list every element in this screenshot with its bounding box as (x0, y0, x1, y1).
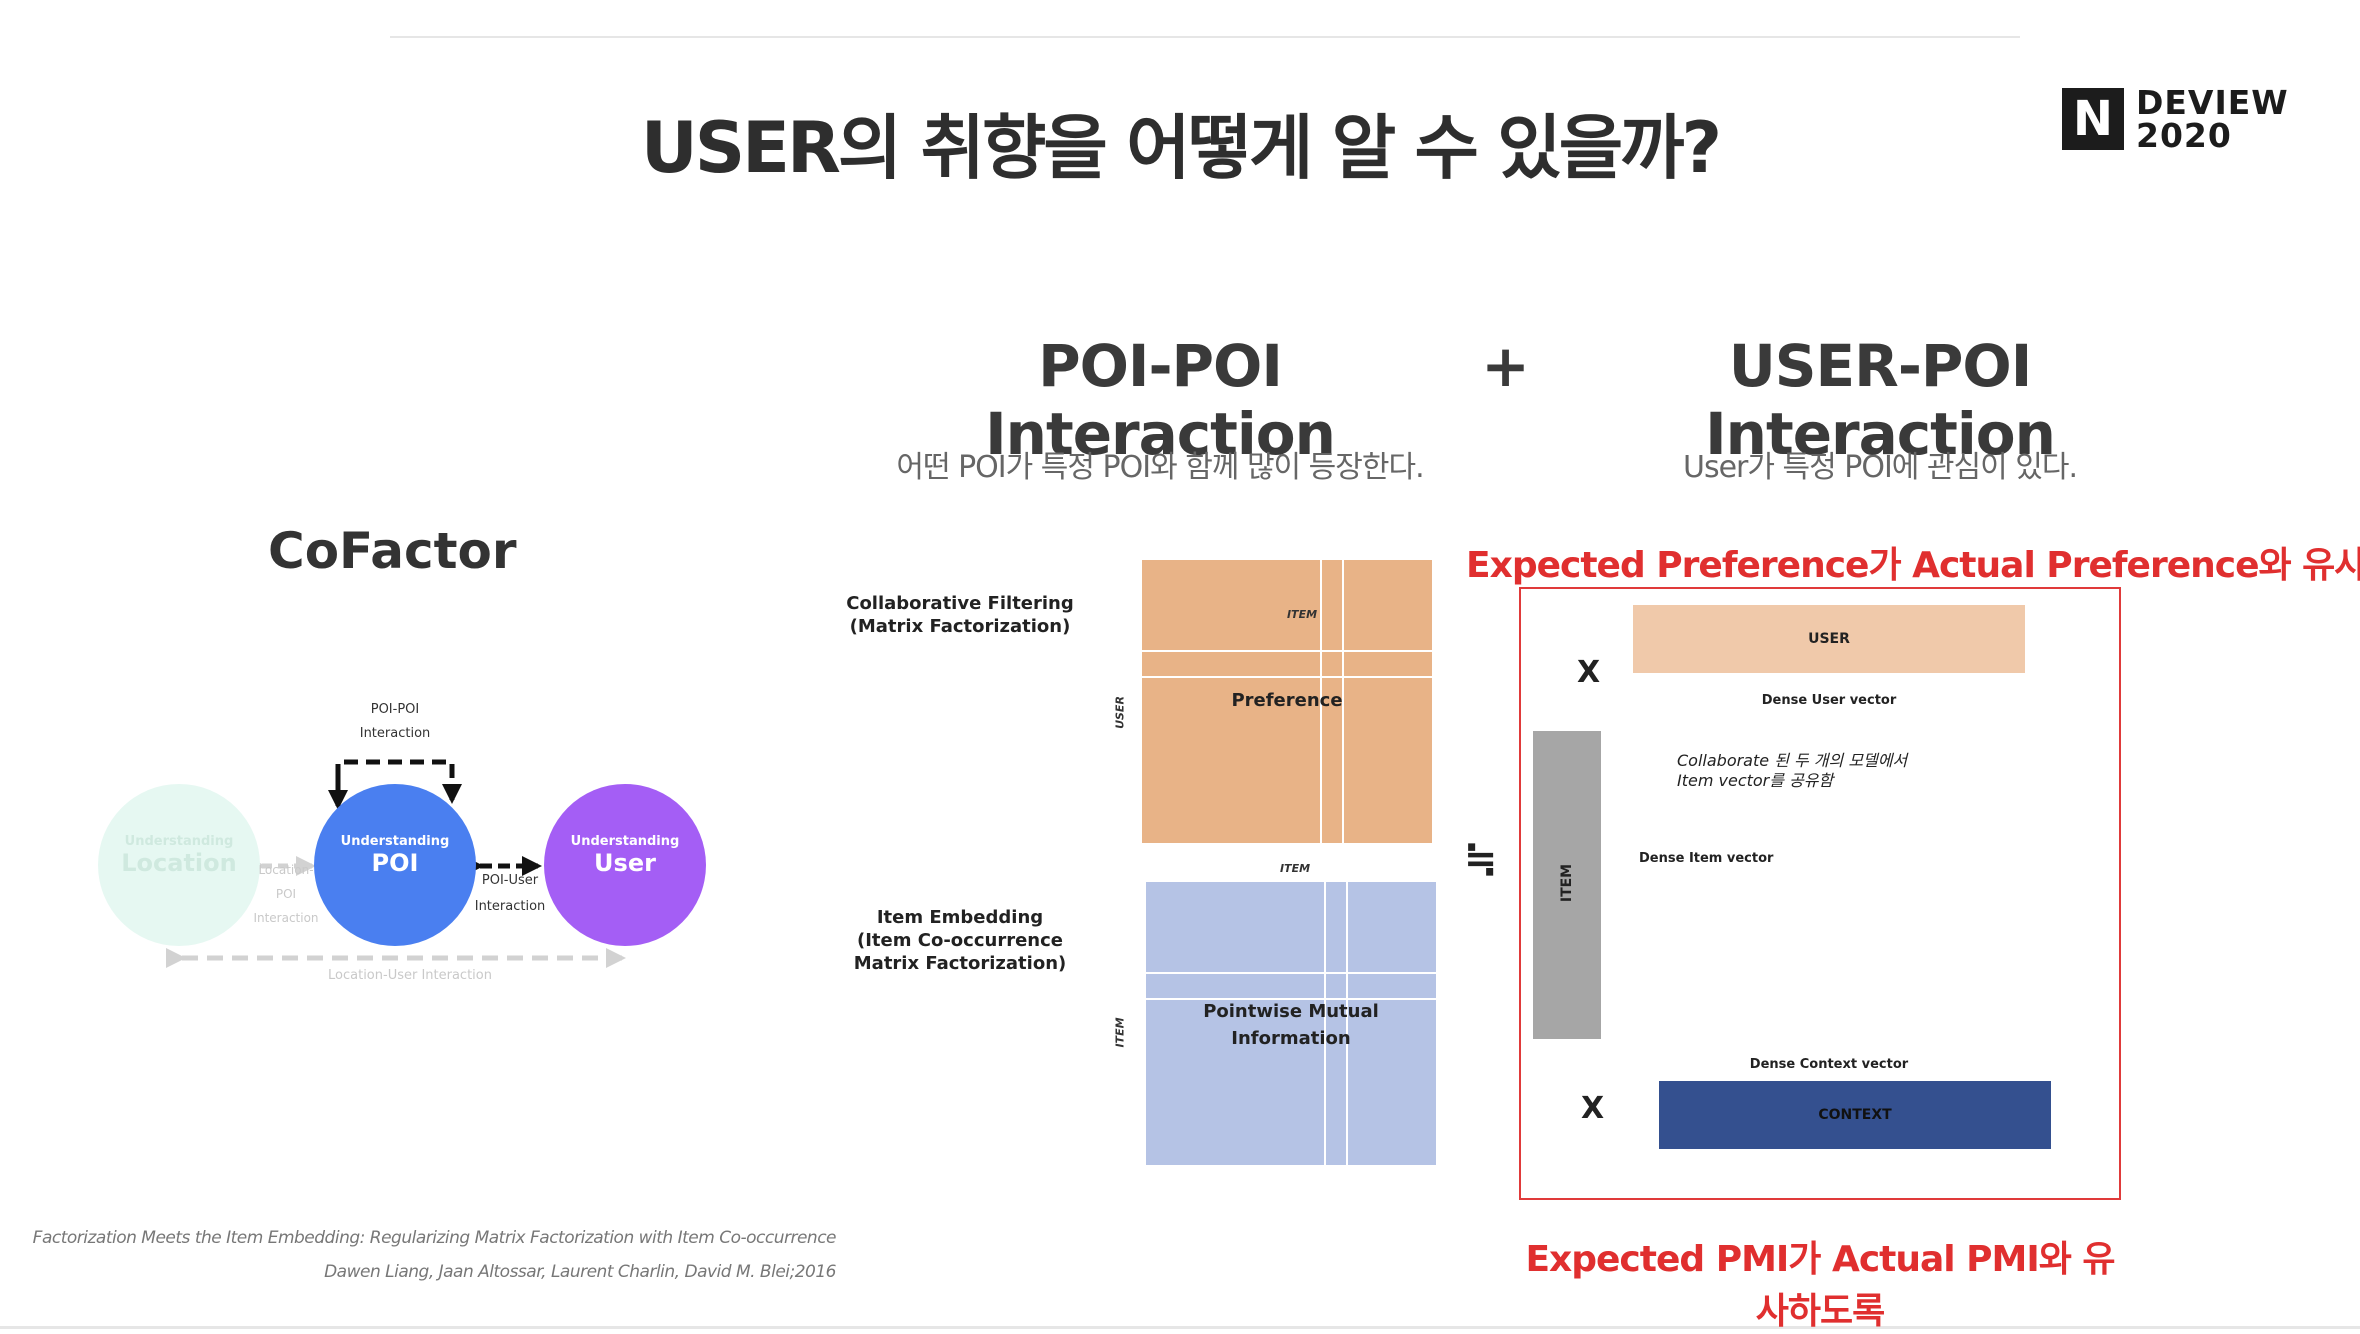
plus-sign: + (1481, 332, 1530, 400)
factorization-frame: USER X Dense User vector Collaborate 된 두… (1519, 587, 2121, 1200)
cofactor-title: CoFactor (268, 522, 517, 580)
cf-label: Collaborative Filtering (Matrix Factoriz… (846, 593, 1074, 637)
preference-axis-side: USER (1113, 696, 1127, 729)
citation-authors: Dawen Liang, Jaan Altossar, Laurent Char… (324, 1262, 836, 1282)
dense-user-label: Dense User vector (1761, 693, 1897, 708)
user-poi-heading: USER-POI Interaction (1705, 332, 2056, 468)
location-user-edge-label: Location-User Interaction (328, 968, 492, 983)
multiply-x-top: X (1577, 655, 1601, 690)
preference-matrix: ITEM Preference (1142, 560, 1432, 843)
cofactor-arrows (166, 759, 626, 968)
bottom-divider (0, 1326, 2360, 1329)
top-red-caption: Expected Preference가 Actual Preference와 … (1466, 545, 2360, 586)
bottom-red-caption: Expected PMI가 Actual PMI와 유사하도록 (1525, 1239, 2115, 1332)
poi-poi-loop-arrow (335, 759, 462, 804)
dense-context-label: Dense Context vector (1749, 1057, 1909, 1072)
multiply-x-bottom: X (1581, 1091, 1605, 1126)
pmi-matrix: Pointwise Mutual Information (1146, 882, 1436, 1165)
location-circle: Understanding Location (98, 784, 260, 946)
top-divider (390, 36, 2020, 38)
poi-poi-heading: POI-POI Interaction (985, 332, 1336, 468)
context-vector-bar: CONTEXT (1659, 1081, 2051, 1149)
user-poi-subtitle: User가 특정 POI에 관심이 있다. (1682, 450, 2078, 485)
preference-axis-top: ITEM (1286, 608, 1318, 621)
deview-logo-icon: N (2062, 88, 2124, 150)
location-poi-edge-label: Location- POI Interaction (253, 863, 319, 925)
pmi-axis-side: ITEM (1113, 1017, 1127, 1048)
pmi-axis-top: ITEM (1279, 862, 1311, 875)
citation-title: Factorization Meets the Item Embedding: … (32, 1228, 837, 1248)
poi-circle: Understanding POI (314, 784, 476, 946)
slide-title: USER의 취향을 어떻게 알 수 있을까? (640, 107, 1722, 189)
user-circle: Understanding User (544, 784, 706, 946)
item-embedding-label: Item Embedding (Item Co-occurrence Matri… (853, 907, 1067, 974)
deview-logo-text: DEVIEW 2020 (2136, 83, 2289, 155)
poi-user-edge-label: POI-User Interaction (474, 873, 546, 914)
approx-symbol: ≒ (1464, 836, 1498, 882)
user-vector-bar: USER (1633, 605, 2025, 673)
pmi-label: Pointwise Mutual Information (1203, 1001, 1379, 1049)
preference-label: Preference (1231, 690, 1343, 711)
shared-item-note: Collaborate 된 두 개의 모델에서 Item vector를 공유함 (1677, 751, 1908, 790)
item-vector-bar: ITEM (1533, 731, 1601, 1039)
poi-poi-edge-label: POI-POI Interaction (359, 702, 431, 741)
poi-poi-subtitle: 어떤 POI가 특정 POI와 함께 많이 등장한다. (896, 450, 1424, 485)
dense-item-label: Dense Item vector (1639, 851, 1774, 866)
